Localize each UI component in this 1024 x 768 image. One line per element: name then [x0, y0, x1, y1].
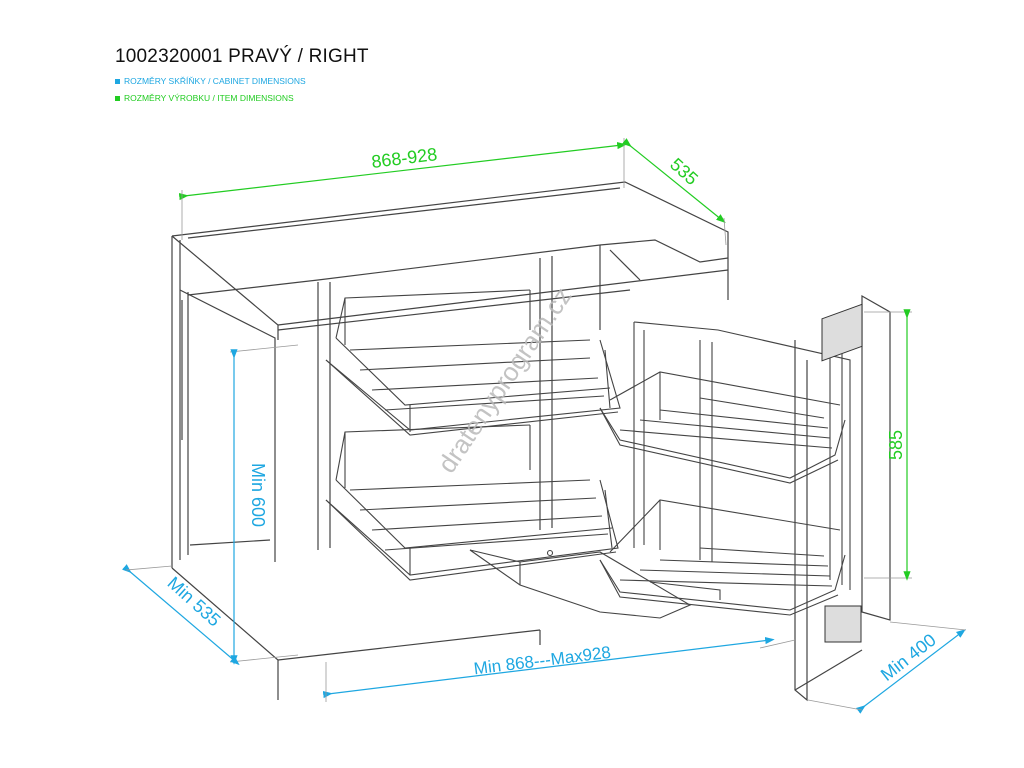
cabinet-outline	[171, 181, 891, 702]
dim-front-height-label: 585	[886, 430, 906, 460]
pullout-frame	[633, 321, 851, 590]
dim-front-height: 585	[886, 309, 911, 581]
dim-top-width: 868-928	[178, 138, 627, 240]
legend-item-swatch	[115, 95, 120, 101]
legend-cabinet-label: ROZMĚRY SKŘÍŇKY / CABINET DIMENSIONS	[124, 76, 306, 86]
lower-right-basket	[599, 499, 846, 616]
cabinet-guides	[229, 311, 912, 663]
dim-top-depth-label: 535	[666, 154, 702, 189]
lower-left-basket	[325, 424, 619, 581]
dim-bottom-width: Min 868---Max928	[322, 637, 775, 702]
drawing-title: 1002320001 PRAVÝ / RIGHT	[115, 46, 369, 67]
upper-left-basket	[325, 289, 621, 436]
dim-cabinet-depth-label: Min 535	[164, 573, 225, 631]
legend-cabinet-swatch	[115, 78, 120, 84]
legend-item-dimensions: ROZMĚRY VÝROBKU / ITEM DIMENSIONS	[115, 93, 294, 103]
dim-bottom-width-label: Min 868---Max928	[473, 643, 612, 679]
upper-right-basket	[599, 371, 846, 484]
legend-item-label: ROZMĚRY VÝROBKU / ITEM DIMENSIONS	[124, 93, 294, 103]
swing-plate	[469, 549, 692, 619]
door-hinges	[821, 303, 863, 643]
dim-top-depth: 535	[622, 138, 727, 246]
legend-cabinet-dimensions: ROZMĚRY SKŘÍŇKY / CABINET DIMENSIONS	[115, 76, 306, 86]
dim-cabinet-depth: Min 535	[122, 564, 240, 666]
dim-cabinet-height: Min 600	[230, 349, 268, 665]
dim-front-depth-label: Min 400	[877, 630, 940, 685]
dim-cabinet-height-label: Min 600	[248, 463, 268, 527]
